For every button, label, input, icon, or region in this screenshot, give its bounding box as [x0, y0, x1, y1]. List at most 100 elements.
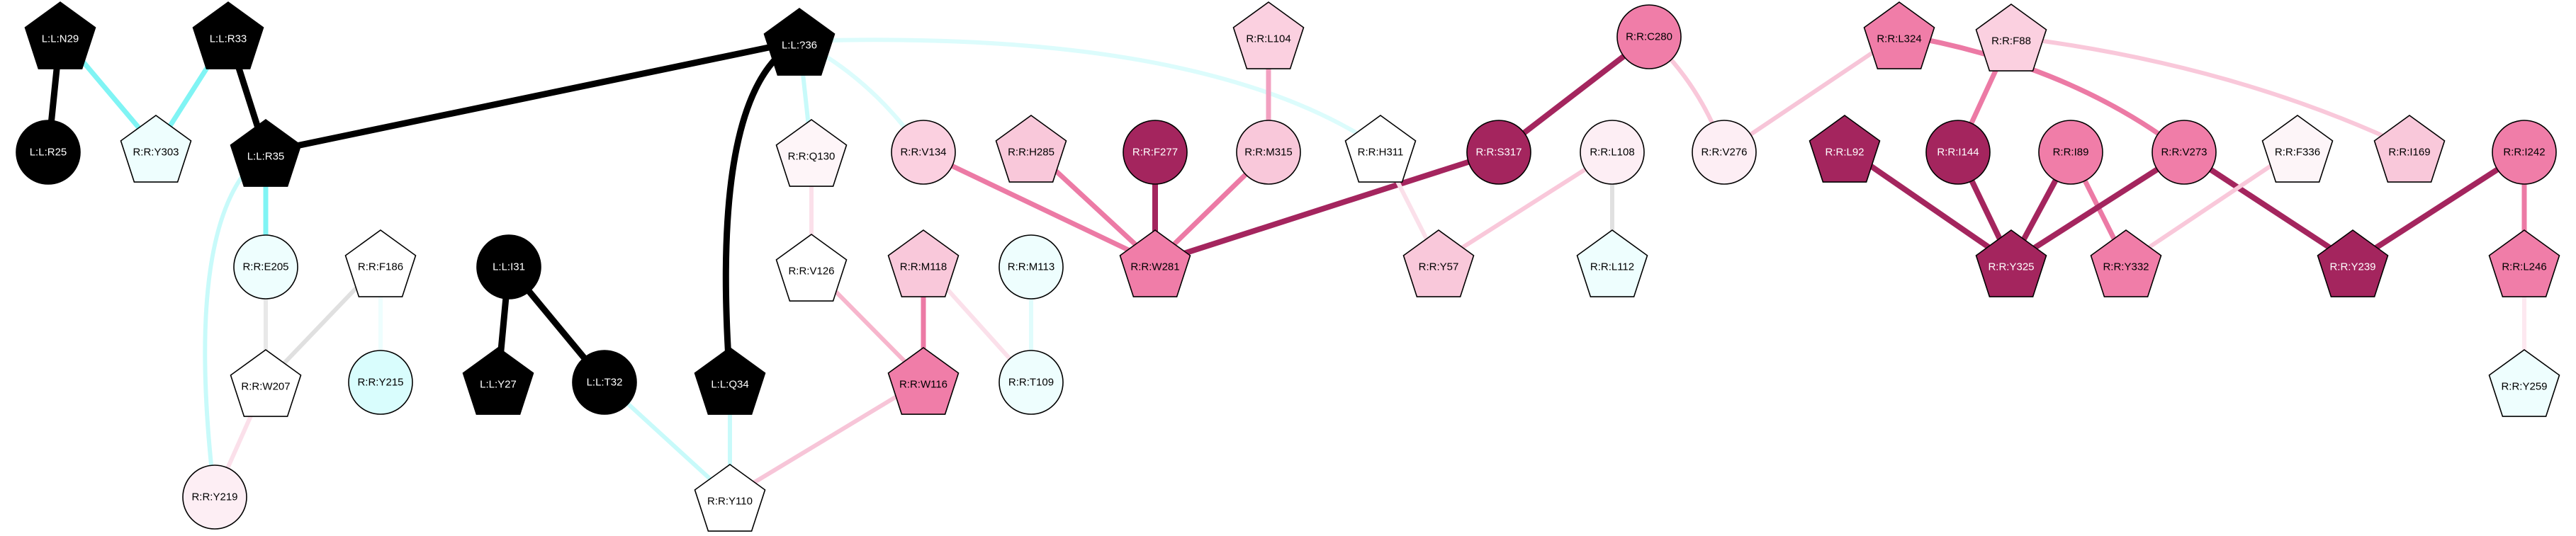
node-label-r-r-h285: R:R:H285: [1008, 147, 1054, 159]
node-pentagon-l-l-36: [763, 8, 836, 76]
node-pentagon-r-r-w207: [230, 349, 302, 417]
node-label-r-r-h311: R:R:H311: [1358, 147, 1404, 159]
node-l-l-36: L:L:?36: [763, 8, 836, 76]
node-pentagon-l-l-q34: [694, 347, 766, 415]
edge-l-l-36-to-r-r-h311: [797, 38, 1383, 150]
node-circle-r-r-v276: [1692, 120, 1757, 185]
node-pentagon-r-r-l104: [1232, 1, 1305, 69]
edge-r-r-v273-to-r-r-y325: [2008, 149, 2187, 266]
node-r-r-y332: R:R:Y332: [2090, 229, 2162, 297]
node-l-l-t32: L:L:T32: [572, 350, 637, 415]
node-pentagon-r-r-h311: [1344, 115, 1417, 183]
node-label-l-l-y27: L:L:Y27: [480, 379, 517, 391]
node-pentagon-l-l-n29: [24, 1, 96, 69]
node-label-r-r-y215: R:R:Y215: [357, 377, 403, 389]
node-label-r-r-v126: R:R:V126: [788, 266, 834, 278]
node-label-l-l-36: L:L:?36: [782, 40, 817, 52]
node-label-r-r-y219: R:R:Y219: [191, 491, 237, 503]
node-r-r-i144: R:R:I144: [1925, 120, 1991, 185]
node-pentagon-r-r-y57: [1402, 229, 1475, 297]
node-r-r-y215: R:R:Y215: [348, 350, 413, 415]
node-pentagon-l-l-r35: [230, 119, 302, 187]
node-label-r-r-y332: R:R:Y332: [2103, 261, 2149, 273]
node-r-r-m113: R:R:M113: [999, 234, 1064, 300]
node-label-r-r-y239: R:R:Y239: [2329, 261, 2375, 273]
node-label-r-r-y325: R:R:Y325: [1988, 261, 2034, 273]
node-label-l-l-q34: L:L:Q34: [711, 379, 748, 391]
edge-r-r-v134-to-r-r-w281: [921, 149, 1158, 266]
node-r-r-y325: R:R:Y325: [1975, 229, 2047, 297]
node-r-r-q130: R:R:Q130: [775, 119, 848, 187]
node-r-r-v134: R:R:V134: [891, 120, 956, 185]
node-circle-l-l-t32: [572, 350, 637, 415]
node-r-r-y110: R:R:Y110: [694, 464, 766, 532]
node-l-l-n29: L:L:N29: [24, 1, 96, 69]
node-r-r-y219: R:R:Y219: [182, 464, 247, 530]
node-pentagon-r-r-v126: [775, 234, 848, 302]
node-pentagon-r-r-l112: [1576, 229, 1648, 297]
node-r-r-v126: R:R:V126: [775, 234, 848, 302]
node-circle-r-r-i242: [2492, 120, 2557, 185]
node-pentagon-r-r-y325: [1975, 229, 2047, 297]
node-label-r-r-t109: R:R:T109: [1008, 377, 1054, 389]
node-label-r-r-f336: R:R:F336: [2275, 147, 2320, 159]
edge-r-r-w116-to-r-r-y110: [728, 378, 926, 499]
node-circle-r-r-v134: [891, 120, 956, 185]
node-r-r-l108: R:R:L108: [1580, 120, 1645, 185]
node-pentagon-r-r-l92: [1809, 115, 1881, 183]
node-label-r-r-f277: R:R:F277: [1132, 147, 1178, 159]
node-pentagon-r-r-h285: [995, 115, 1067, 183]
node-circle-r-r-i89: [2038, 120, 2103, 185]
node-label-r-r-i242: R:R:I242: [2503, 147, 2545, 159]
node-r-r-l92: R:R:L92: [1809, 115, 1881, 183]
node-label-r-r-l324: R:R:L324: [1877, 33, 1921, 45]
node-pentagon-r-r-l324: [1863, 1, 1935, 69]
node-pentagon-r-r-l246: [2488, 229, 2560, 297]
node-l-l-r25: L:L:R25: [16, 120, 81, 185]
node-label-r-r-q130: R:R:Q130: [788, 151, 836, 163]
node-label-r-r-m315: R:R:M315: [1244, 147, 1293, 159]
edge-r-r-f336-to-r-r-y332: [2124, 146, 2300, 265]
node-label-r-r-s317: R:R:S317: [1475, 147, 1522, 159]
node-circle-r-r-c280: [1616, 4, 1682, 69]
node-pentagon-r-r-f186: [344, 229, 417, 297]
node-l-l-r35: L:L:R35: [230, 119, 302, 187]
node-pentagon-r-r-w281: [1119, 229, 1191, 297]
node-label-r-r-c280: R:R:C280: [1626, 31, 1672, 43]
node-label-l-l-r33: L:L:R33: [210, 33, 247, 45]
node-label-r-r-l104: R:R:L104: [1246, 33, 1290, 45]
node-pentagon-r-r-y110: [694, 464, 766, 532]
node-r-r-l324: R:R:L324: [1863, 1, 1935, 69]
node-label-r-r-f88: R:R:F88: [1991, 35, 2031, 47]
node-r-r-v276: R:R:V276: [1692, 120, 1757, 185]
node-label-r-r-i169: R:R:I169: [2388, 147, 2430, 159]
node-l-l-y27: L:L:Y27: [462, 347, 534, 415]
node-pentagon-r-r-q130: [775, 119, 848, 187]
node-l-l-i31: L:L:I31: [476, 234, 541, 300]
node-r-r-w207: R:R:W207: [230, 349, 302, 417]
node-pentagon-r-r-f88: [1975, 4, 2047, 72]
node-label-r-r-l92: R:R:L92: [1825, 147, 1864, 159]
node-r-r-i89: R:R:I89: [2038, 120, 2103, 185]
node-r-r-e205: R:R:E205: [233, 234, 298, 300]
edge-r-r-i242-to-r-r-y239: [2350, 149, 2527, 266]
node-label-l-l-t32: L:L:T32: [587, 377, 623, 389]
node-label-l-l-i31: L:L:I31: [493, 261, 525, 273]
node-circle-r-r-y215: [348, 350, 413, 415]
node-r-r-y259: R:R:Y259: [2488, 349, 2560, 417]
node-r-r-s317: R:R:S317: [1466, 120, 1531, 185]
node-label-l-l-r35: L:L:R35: [247, 151, 285, 163]
node-label-r-r-l108: R:R:L108: [1590, 147, 1634, 159]
node-l-l-q34: L:L:Q34: [694, 347, 766, 415]
node-label-r-r-m113: R:R:M113: [1008, 261, 1054, 273]
edge-r-r-l108-to-r-r-y57: [1436, 150, 1614, 265]
node-label-r-r-f186: R:R:F186: [358, 261, 403, 273]
node-label-r-r-v134: R:R:V134: [900, 147, 946, 159]
node-label-l-l-n29: L:L:N29: [42, 33, 79, 45]
node-label-l-l-r25: L:L:R25: [30, 147, 67, 159]
node-circle-r-r-m315: [1236, 120, 1301, 185]
node-r-r-y303: R:R:Y303: [120, 115, 192, 183]
node-r-r-f336: R:R:F336: [2261, 115, 2334, 183]
node-r-r-h285: R:R:H285: [995, 115, 1067, 183]
